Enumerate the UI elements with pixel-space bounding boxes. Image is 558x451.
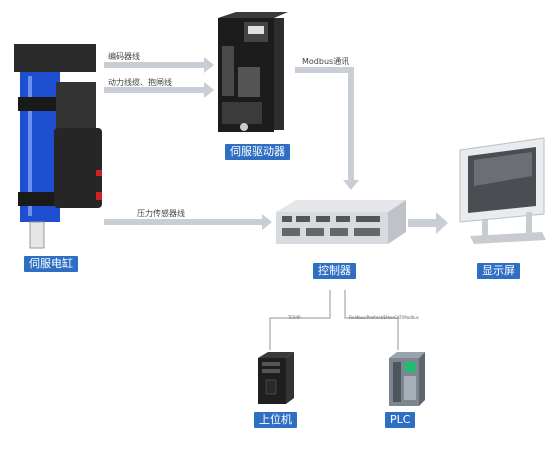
modbus-link-label: Modbus通讯 [302,57,350,66]
modbus-arrow [295,67,359,190]
servo-cylinder-tag: 伺服电缸 [24,256,78,272]
display-image [452,136,548,248]
pc-tower-image [254,350,298,406]
encoder-arrow [104,57,214,73]
pressure-sensor-link-label: 压力传感器线 [137,209,185,218]
lower-branch-lines [269,290,399,350]
display-tag: 显示屏 [477,263,520,279]
encoder-link-label: 编码器线 [108,52,140,61]
pressure-sensor-arrow [104,214,272,230]
servo-drive-tag: 伺服驱动器 [225,144,290,160]
power-brake-arrow [104,82,214,98]
power-brake-link-label: 动力线缆、抱闸线 [108,78,172,87]
display-arrow [408,212,448,234]
controller-tag: 控制器 [313,263,356,279]
controller-image [276,192,406,247]
plc-tag: PLC [385,412,416,428]
servo-drive-image [214,12,288,136]
plc-image [385,352,429,408]
pc-tag: 上位机 [254,412,297,428]
pc-link-label: TCP/IP [288,315,301,320]
servo-cylinder-image [14,42,104,252]
plc-link-label: Fieldbus/Profinet/EtherCAT/Modbus [349,315,419,320]
